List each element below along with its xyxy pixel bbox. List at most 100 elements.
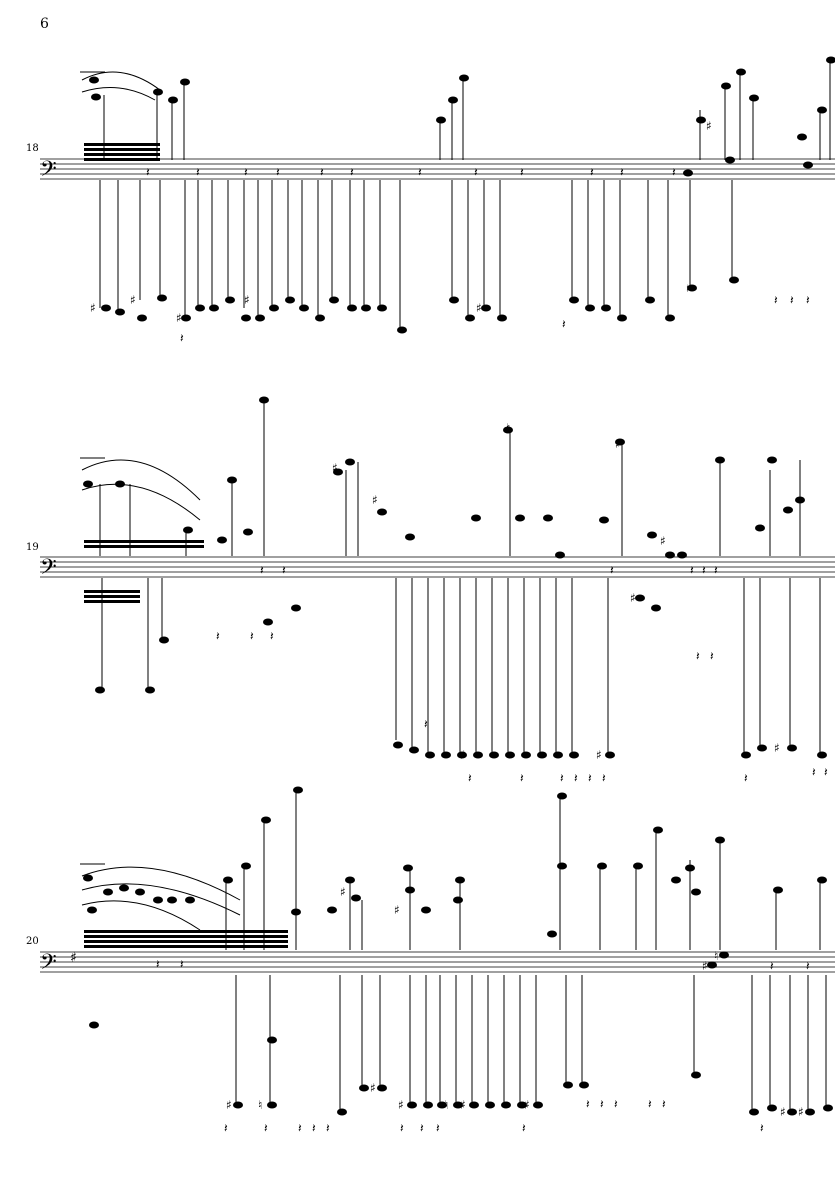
bass-clef-icon: 𝄢 <box>40 555 57 585</box>
rest-icon: 𝄽 <box>610 563 614 577</box>
beams <box>84 143 160 161</box>
rest-icon: 𝄽 <box>400 1121 404 1135</box>
rest-icon: 𝄽 <box>806 959 810 973</box>
measure-number: 20 <box>26 936 39 947</box>
sharp-icon: ♯ <box>460 748 466 762</box>
rest-icon: 𝄽 <box>420 1121 424 1135</box>
rest-icon: 𝄽 <box>520 165 524 179</box>
rests: 𝄽 𝄽 𝄽 𝄽 𝄽 𝄽 𝄽 𝄽 𝄽 𝄽 𝄽 𝄽 𝄽 𝄽 𝄽 𝄽 𝄽 𝄽 𝄽 𝄽 … <box>216 563 828 785</box>
rest-icon: 𝄽 <box>468 771 472 785</box>
rest-icon: 𝄽 <box>696 649 700 663</box>
staff-lines <box>40 951 835 973</box>
rest-icon: 𝄽 <box>350 165 354 179</box>
accidentals: ♯ ♯ ♮ ♯ ♯ ♯ ♯ ♯ ♯ <box>332 421 780 762</box>
staff-lines <box>40 556 835 578</box>
rest-icon: 𝄽 <box>770 959 774 973</box>
rest-icon: 𝄽 <box>244 165 248 179</box>
rests: 𝄽 𝄽 𝄽 𝄽 𝄽 𝄽 𝄽 𝄽 𝄽 𝄽 𝄽 𝄽 𝄽 𝄽 𝄽 𝄽 𝄽 <box>146 165 810 345</box>
sharp-icon: ♯ <box>460 1098 466 1112</box>
sharp-icon: ♯ <box>398 1098 404 1112</box>
sharp-icon: ♯ <box>706 119 712 133</box>
rest-icon: 𝄽 <box>326 1121 330 1135</box>
rest-icon: 𝄽 <box>424 717 428 731</box>
rest-icon: 𝄽 <box>806 293 810 307</box>
rest-icon: 𝄽 <box>614 1097 618 1111</box>
sharp-icon: ♯ <box>630 591 636 605</box>
sharp-icon: ♯ <box>686 281 692 295</box>
rest-icon: 𝄽 <box>146 165 150 179</box>
lower-stems <box>101 578 821 755</box>
system-1: 18 𝄢 <box>26 56 835 345</box>
sharp-icon: ♯ <box>780 1105 786 1119</box>
rest-icon: 𝄽 <box>522 1121 526 1135</box>
rest-icon: 𝄽 <box>690 563 694 577</box>
rest-icon: 𝄽 <box>824 765 828 779</box>
natural-icon: ♮ <box>506 421 510 435</box>
sharp-icon: ♯ <box>615 437 621 451</box>
rest-icon: 𝄽 <box>250 629 254 643</box>
bass-clef-icon: 𝄢 <box>40 950 57 980</box>
rest-icon: 𝄽 <box>812 765 816 779</box>
sharp-icon: ♯ <box>226 1098 232 1112</box>
rest-icon: 𝄽 <box>282 563 286 577</box>
rest-icon: 𝄽 <box>586 1097 590 1111</box>
rest-icon: 𝄽 <box>662 1097 666 1111</box>
measure-number: 19 <box>26 542 39 553</box>
lower-noteheads <box>101 276 739 334</box>
rest-icon: 𝄽 <box>216 629 220 643</box>
sharp-icon: ♯ <box>596 748 602 762</box>
sharp-icon: ♯ <box>524 1098 530 1112</box>
sharp-icon: ♯ <box>394 903 400 917</box>
sharp-icon: ♯ <box>340 885 346 899</box>
sharp-icon: ♯ <box>130 293 136 307</box>
rest-icon: 𝄽 <box>602 771 606 785</box>
natural-icon: ♮ <box>444 1098 448 1112</box>
rest-icon: 𝄽 <box>620 165 624 179</box>
accidentals: ♯ ♯ ♯ ♯ ♯ ♯ ♯ <box>90 119 712 325</box>
rest-icon: 𝄽 <box>156 957 160 971</box>
rest-icon: 𝄽 <box>574 771 578 785</box>
rest-icon: 𝄽 <box>760 1121 764 1135</box>
rest-icon: 𝄽 <box>312 1121 316 1135</box>
lower-stems <box>235 975 827 1112</box>
lower-stems <box>99 180 733 330</box>
rest-icon: 𝄽 <box>790 293 794 307</box>
natural-icon: ♮ <box>258 1098 262 1112</box>
measure-number: 18 <box>26 143 39 154</box>
upper-stems <box>80 400 801 556</box>
rest-icon: 𝄽 <box>562 317 566 331</box>
lower-noteheads <box>89 1021 833 1116</box>
rest-icon: 𝄽 <box>224 1121 228 1135</box>
upper-noteheads <box>83 786 827 969</box>
rest-icon: 𝄽 <box>588 771 592 785</box>
rest-icon: 𝄽 <box>474 165 478 179</box>
rest-icon: 𝄽 <box>648 1097 652 1111</box>
sharp-icon: ♯ <box>774 741 780 755</box>
accidentals: ♯ ♯ ♯ ♮ ♯ ♯ ♮ ♯ ♯ ♯ ♮ ♯ ♯ <box>226 885 804 1119</box>
rest-icon: 𝄽 <box>590 165 594 179</box>
page-number: 6 <box>40 16 49 32</box>
natural-icon: ♮ <box>714 949 718 963</box>
rest-icon: 𝄽 <box>702 563 706 577</box>
rests: 𝄽 𝄽 𝄽 𝄽 𝄽 𝄽 𝄽 𝄽 𝄽 𝄽 𝄽 𝄽 𝄽 𝄽 𝄽 𝄽 𝄽 𝄽 𝄽 <box>156 957 810 1135</box>
beams <box>84 930 288 948</box>
system-2: 19 𝄢 <box>26 396 835 785</box>
rest-icon: 𝄽 <box>714 563 718 577</box>
rest-icon: 𝄽 <box>276 165 280 179</box>
rest-icon: 𝄽 <box>436 1121 440 1135</box>
rest-icon: 𝄽 <box>710 649 714 663</box>
beams <box>84 540 204 603</box>
upper-noteheads <box>89 56 835 177</box>
rest-icon: 𝄽 <box>744 771 748 785</box>
upper-noteheads <box>83 396 805 559</box>
rest-icon: 𝄽 <box>270 629 274 643</box>
rest-icon: 𝄽 <box>320 165 324 179</box>
upper-stems <box>80 790 821 950</box>
bass-clef-icon: 𝄢 <box>40 157 57 187</box>
staff-lines <box>40 158 835 180</box>
rest-icon: 𝄽 <box>264 1121 268 1135</box>
rest-icon: 𝄽 <box>180 331 184 345</box>
sharp-icon: ♯ <box>370 1081 376 1095</box>
sharp-icon: ♯ <box>90 301 96 315</box>
